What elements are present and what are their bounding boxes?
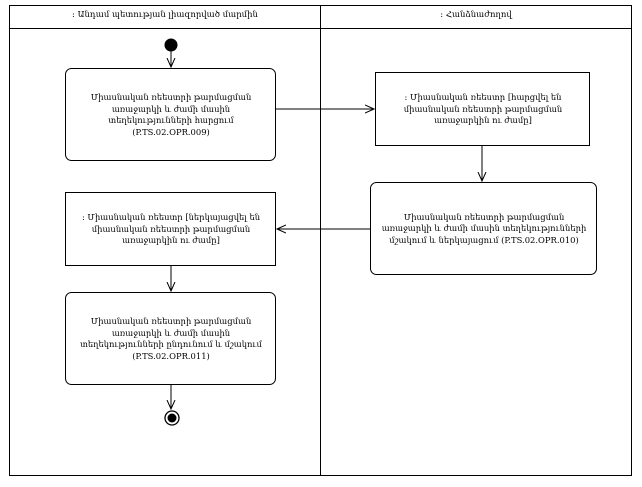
object-register-submitted: : Միասնական ռեեստր [ներկայացվել են միասն… xyxy=(66,193,276,266)
lane-title-member-state: : Անդամ պետության լիազորված մարմին xyxy=(72,10,258,20)
action-request-info: Միասնական ռեեստրի թարմացման առաջարկի և ժ… xyxy=(66,69,276,161)
action-request-info-label: Միասնական ռեեստրի թարմացման առաջարկի և ժ… xyxy=(90,92,252,137)
object-register-requested: : Միասնական ռեեստր [հարցվել են միասնական… xyxy=(376,73,590,146)
action-a1-box xyxy=(65,68,276,161)
initial-node xyxy=(164,38,178,52)
action-receive-and-process: Միասնական ռեեստրի թարմացման առաջարկի և ժ… xyxy=(66,293,276,385)
object-a2-box xyxy=(375,72,590,146)
object-a4-box xyxy=(65,192,276,266)
action-process-and-submit-label: Միասնական ռեեստրի թարմացման առաջարկի և ժ… xyxy=(381,211,587,245)
action-process-and-submit: Միասնական ռեեստրի թարմացման առաջարկի և ժ… xyxy=(371,183,597,275)
final-node-inner xyxy=(167,413,177,423)
object-register-requested-label: : Միասնական ռեեստր [հարցվել են միասնական… xyxy=(403,92,563,126)
lane-title-commission: : Հանձնաժողով xyxy=(440,10,512,20)
action-receive-and-process-label: Միասնական ռեեստրի թարմացման առաջարկի և ժ… xyxy=(80,316,262,361)
object-register-submitted-label: : Միասնական ռեեստր [ներկայացվել են միասն… xyxy=(81,212,261,246)
